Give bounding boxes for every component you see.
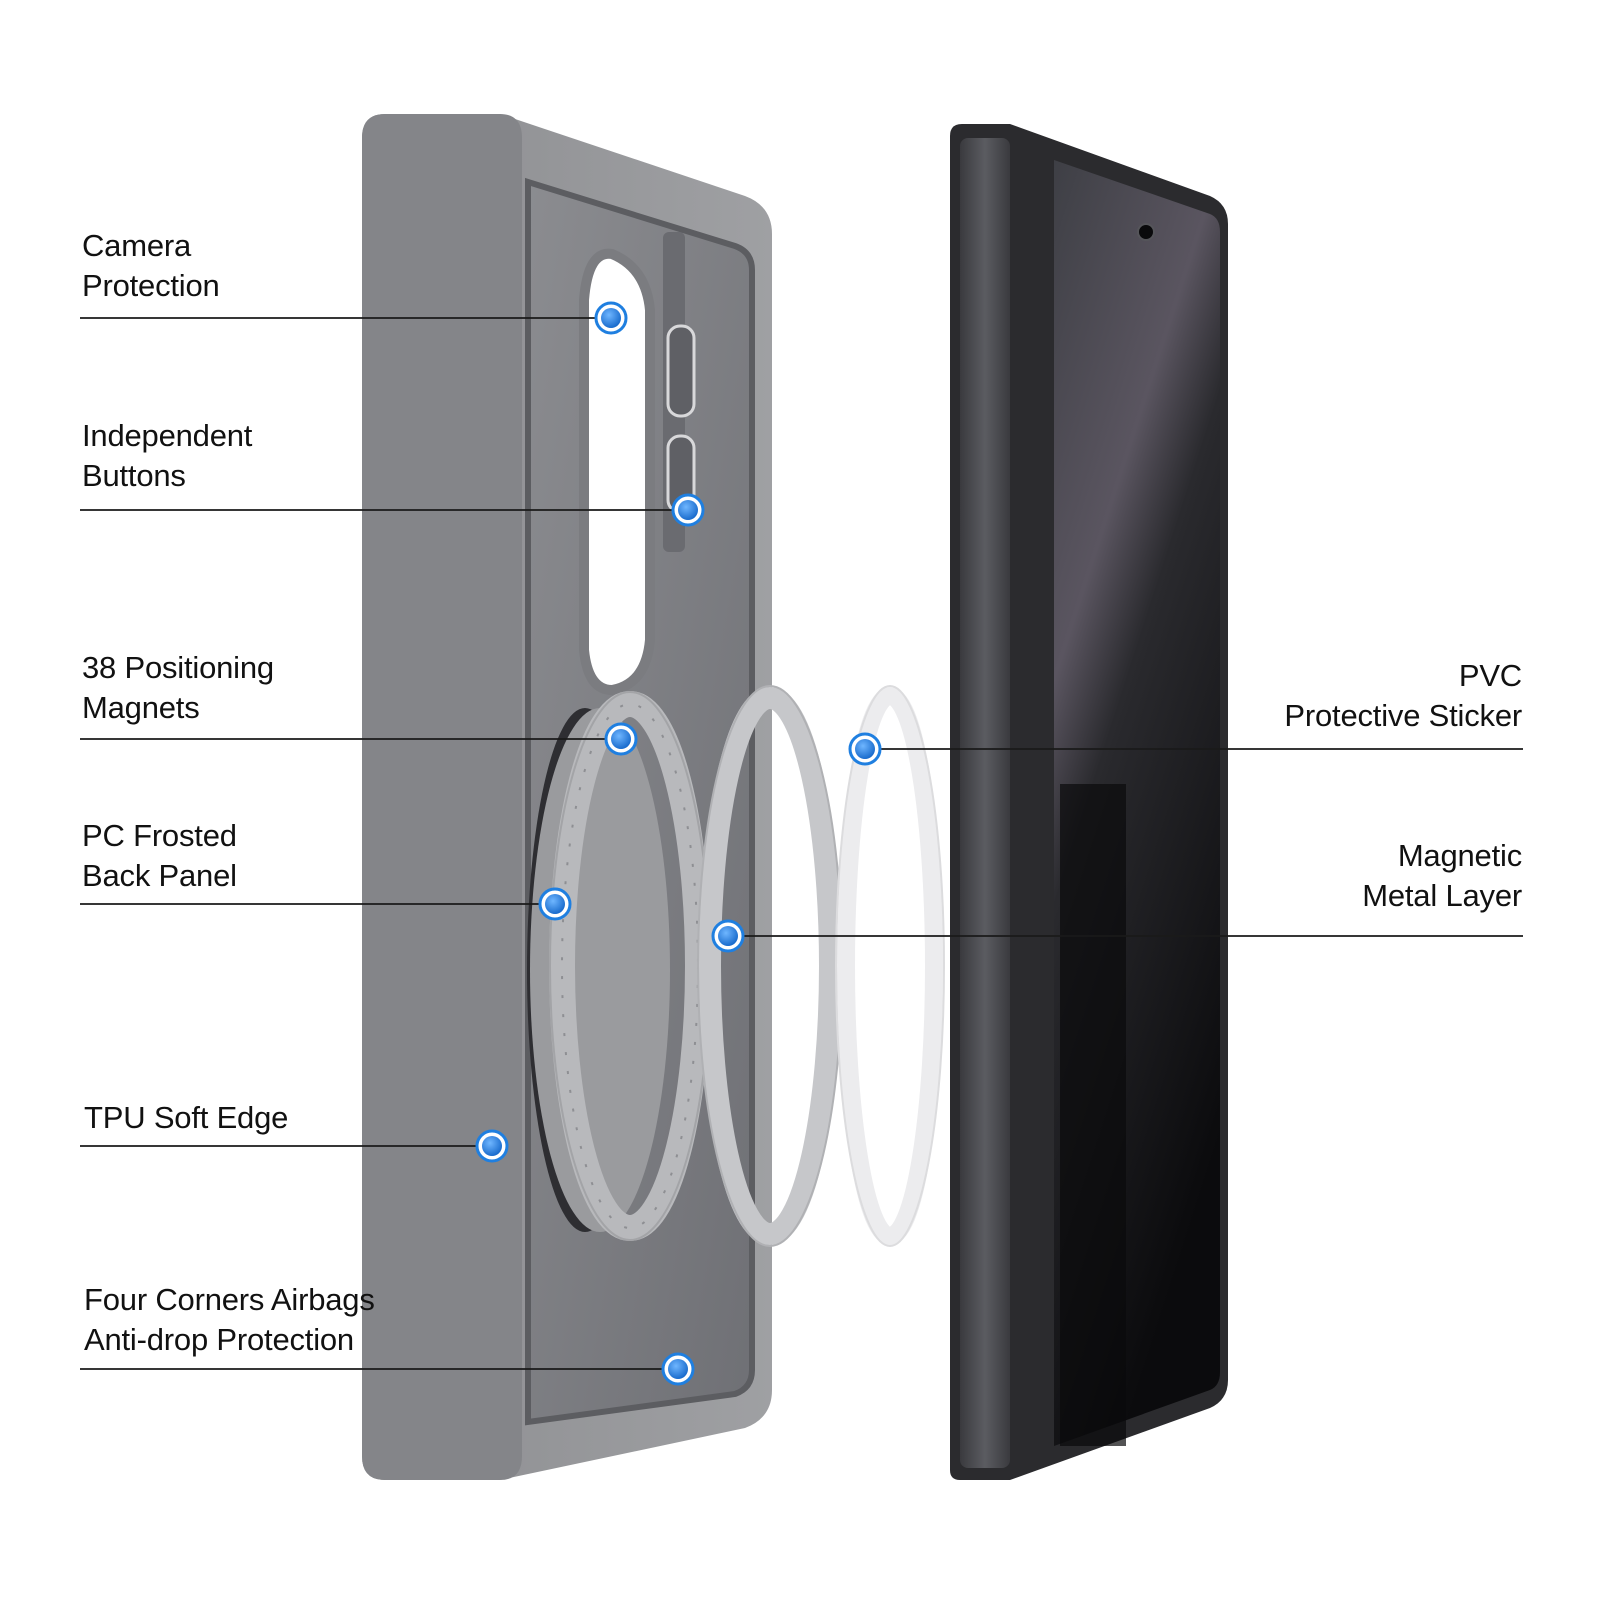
corner-airbags-line2: Anti-drop Protection bbox=[84, 1322, 354, 1357]
tpu-soft-edge-label: TPU Soft Edge bbox=[84, 1098, 288, 1138]
magnetic-metal-line2: Metal Layer bbox=[1362, 878, 1522, 913]
independent-buttons-line2: Buttons bbox=[82, 458, 186, 493]
camera-cutout bbox=[579, 248, 655, 696]
pc-back-panel-line1: PC Frosted bbox=[82, 818, 237, 853]
positioning-magnets-line2: Magnets bbox=[82, 690, 200, 725]
pvc-sticker-dot bbox=[848, 732, 882, 766]
callout-lines bbox=[80, 317, 1523, 1370]
case-inner-rim bbox=[525, 177, 755, 1426]
pc-back-panel-label: PC Frosted Back Panel bbox=[82, 816, 237, 896]
camera-protection-dot bbox=[594, 301, 628, 335]
independent-buttons-line1: Independent bbox=[82, 418, 253, 453]
tpu-soft-edge-line1: TPU Soft Edge bbox=[84, 1100, 289, 1135]
magnetic-metal-label: Magnetic Metal Layer bbox=[1362, 836, 1522, 916]
magnetic-metal-line1: Magnetic bbox=[1397, 838, 1522, 873]
tpu-soft-edge-dot bbox=[475, 1129, 509, 1163]
screen-wallpaper-block bbox=[1060, 784, 1126, 1446]
camera-protection-line2: Protection bbox=[82, 268, 220, 303]
corner-airbags-dot bbox=[661, 1352, 695, 1386]
corner-airbags-line1: Four Corners Airbags bbox=[84, 1282, 375, 1317]
independent-buttons-dot bbox=[671, 493, 705, 527]
independent-buttons-label: Independent Buttons bbox=[82, 416, 252, 496]
marker-dots bbox=[475, 301, 882, 1386]
volume-button-cutout bbox=[666, 324, 696, 418]
positioning-magnets-line1: 38 Positioning bbox=[82, 650, 274, 685]
pc-back-panel-line2: Back Panel bbox=[82, 858, 237, 893]
pc-back-panel-dot bbox=[538, 887, 572, 921]
positioning-magnets-label: 38 Positioning Magnets bbox=[82, 648, 274, 728]
positioning-magnets-dot bbox=[604, 722, 638, 756]
front-camera-hole bbox=[1137, 223, 1155, 241]
pvc-sticker-line1: PVC bbox=[1458, 658, 1522, 693]
pvc-sticker-label: PVC Protective Sticker bbox=[1284, 656, 1522, 736]
corner-airbags-label: Four Corners Airbags Anti-drop Protectio… bbox=[84, 1280, 375, 1360]
folding-phone bbox=[950, 124, 1228, 1480]
phone-hinge-spine bbox=[960, 138, 1010, 1468]
pvc-sticker-line2: Protective Sticker bbox=[1284, 698, 1522, 733]
camera-protection-label: Camera Protection bbox=[82, 226, 220, 306]
pvc-sticker-ring bbox=[835, 685, 945, 1247]
magnetic-metal-dot bbox=[711, 919, 745, 953]
camera-protection-line1: Camera bbox=[82, 228, 192, 263]
